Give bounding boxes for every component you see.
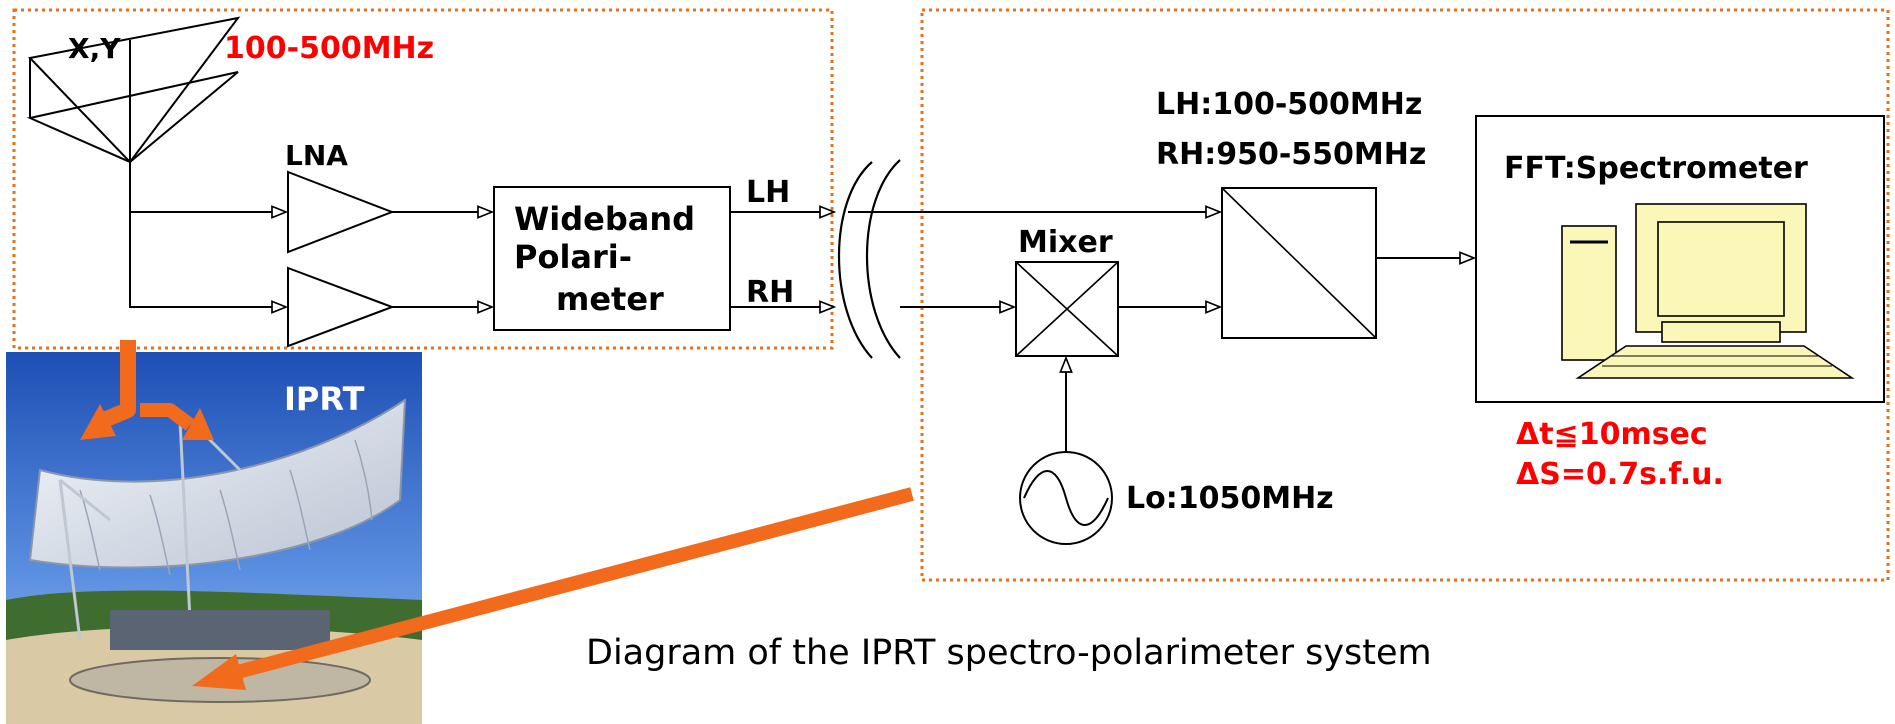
diagram-caption: Diagram of the IPRT spectro-polarimeter … (586, 633, 1432, 673)
antenna-label: X,Y (68, 32, 121, 65)
orange-pointer-arrows (80, 340, 914, 690)
lh-output-label: LH (746, 175, 790, 210)
lna-label: LNA (285, 139, 348, 172)
polarimeter-label-line2: Polari- (514, 238, 632, 276)
wideband-polarimeter-block (493, 186, 731, 331)
flux-sensitivity-label: ΔS=0.7s.f.u. (1516, 457, 1724, 492)
receiver-section-box (12, 8, 834, 350)
computer-icon (1561, 203, 1855, 379)
fft-spectrometer-label: FFT:Spectrometer (1504, 151, 1808, 186)
iprt-photo-label: IPRT (284, 380, 365, 418)
combiner-filter-block (1221, 187, 1377, 339)
backend-section-box (920, 8, 1890, 582)
lo-label: Lo:1050MHz (1126, 481, 1334, 516)
polarimeter-label-line1: Wideband (514, 200, 695, 238)
rh-output-label: RH (746, 275, 794, 310)
mixer-block (1015, 261, 1119, 357)
lna-amplifier-upper (287, 170, 395, 254)
polarimeter-label-line3: meter (556, 280, 664, 318)
mixer-label: Mixer (1018, 225, 1113, 260)
local-oscillator-icon (1019, 451, 1113, 545)
antenna-icon (26, 16, 241, 164)
filter-rh-band-label: RH:950-550MHz (1156, 137, 1426, 172)
lna-amplifier-lower (287, 266, 395, 348)
antenna-band-label: 100-500MHz (224, 31, 434, 66)
cable-break-icon (837, 159, 901, 359)
filter-lh-band-label: LH:100-500MHz (1156, 87, 1422, 122)
time-resolution-label: Δt≦10msec (1516, 417, 1708, 452)
iprt-telescope-photo (6, 352, 422, 724)
